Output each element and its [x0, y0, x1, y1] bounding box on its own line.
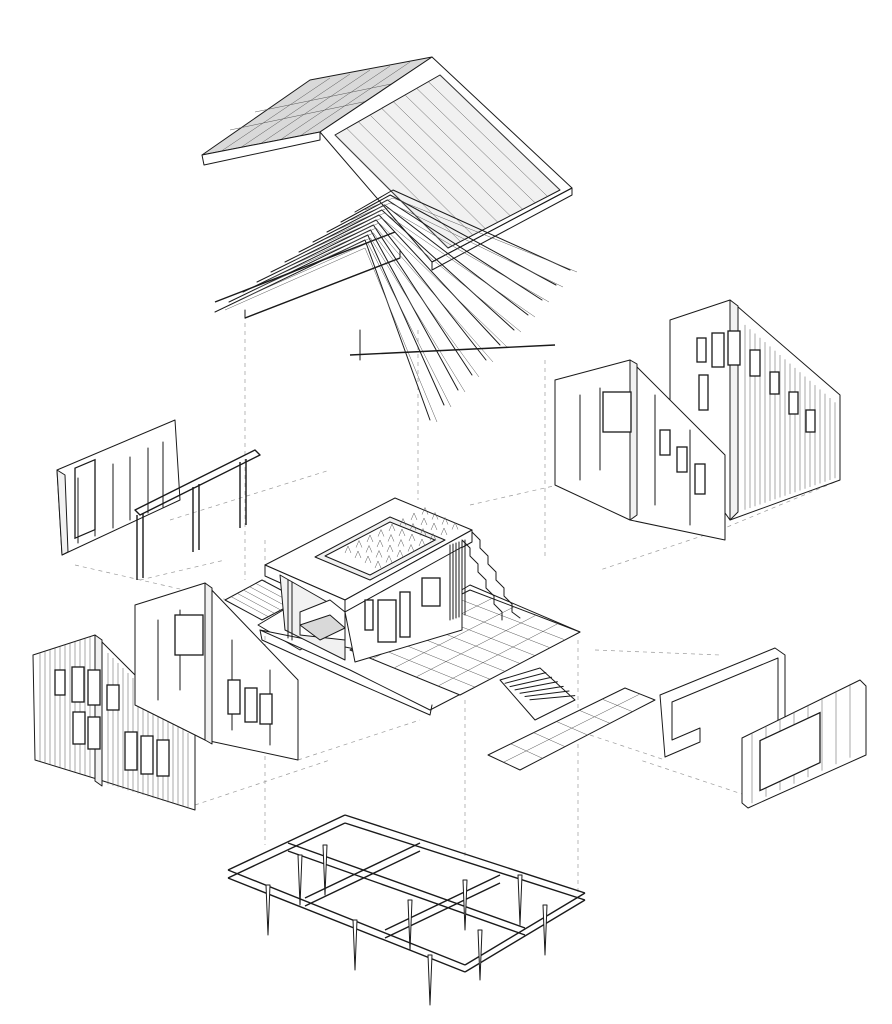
truss	[228, 234, 452, 408]
truss	[312, 204, 536, 318]
foundation-pile	[477, 929, 483, 981]
truss	[214, 239, 438, 423]
foundation-grid	[227, 814, 586, 1006]
gable-frame-back-right	[554, 359, 726, 541]
truss	[326, 199, 550, 303]
side-frame-back-left	[134, 449, 261, 580]
window-group	[696, 330, 816, 433]
foundation-pile	[297, 854, 303, 906]
side-frame-front-right	[659, 647, 786, 758]
foundation-pile	[462, 879, 468, 931]
side-wall-front-right	[741, 679, 867, 809]
truss	[340, 194, 564, 288]
truss	[298, 209, 522, 333]
truss	[354, 189, 578, 273]
side-wall-back-left	[56, 419, 181, 556]
gable-frame-front-left	[134, 582, 299, 761]
foundation-pile	[517, 874, 523, 926]
foundation-pile	[265, 884, 271, 936]
foundation-pile	[352, 919, 358, 971]
foundation-pile	[427, 954, 433, 1006]
truss	[256, 224, 480, 378]
truss	[270, 219, 494, 363]
foundation-pile	[407, 899, 413, 951]
foundation-pile	[322, 844, 328, 896]
truss	[284, 214, 508, 348]
core-module	[224, 497, 656, 771]
foundation-pile	[542, 904, 548, 956]
roof-truss-frame	[214, 189, 578, 423]
roof-panel	[201, 56, 573, 271]
